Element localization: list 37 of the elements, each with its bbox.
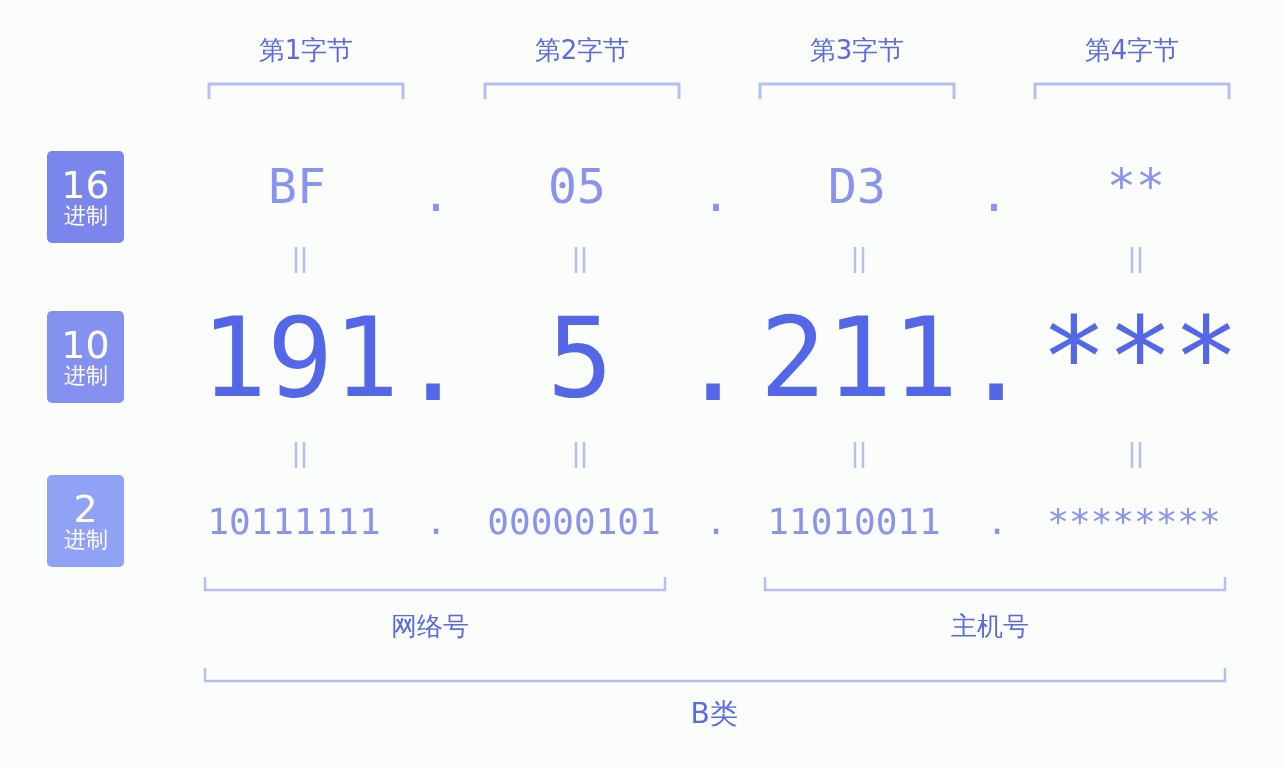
- binary-value: 11010011: [767, 504, 941, 540]
- hex-value: BF: [268, 162, 326, 210]
- column-header: 第3字节: [809, 37, 905, 63]
- separator-dot: .: [421, 170, 451, 218]
- separator-dot: .: [962, 307, 1030, 417]
- badge-number: 10: [61, 325, 110, 364]
- decimal-value: 5: [546, 303, 614, 413]
- hex-value: D3: [828, 162, 886, 210]
- column-header: 第4字节: [1084, 37, 1180, 63]
- column-header: 第2字节: [534, 37, 630, 63]
- decimal-value: 211: [759, 303, 959, 413]
- separator-dot: .: [679, 307, 747, 417]
- group-label: 网络号: [391, 613, 469, 639]
- column-header: 第1字节: [258, 37, 354, 63]
- decimal-value: ***: [1040, 303, 1240, 413]
- badge-caption: 进制: [63, 203, 108, 229]
- separator-dot: .: [986, 504, 1008, 540]
- decimal-value: 191: [200, 303, 400, 413]
- class-label: B类: [690, 700, 738, 728]
- badge-number: 16: [61, 165, 110, 204]
- badge-caption: 进制: [63, 527, 108, 553]
- binary-value: 10111111: [207, 504, 381, 540]
- badge-number: 2: [73, 489, 98, 528]
- separator-dot: .: [701, 170, 731, 218]
- base-badge: [47, 475, 124, 567]
- hex-value: **: [1107, 162, 1165, 210]
- separator-dot: .: [425, 504, 447, 540]
- hex-value: 05: [548, 162, 606, 210]
- group-label: 主机号: [951, 613, 1029, 639]
- badge-caption: 进制: [63, 363, 108, 389]
- binary-value: 00000101: [487, 504, 661, 540]
- separator-dot: .: [399, 307, 467, 417]
- base-badge: [47, 151, 124, 243]
- binary-value: ********: [1047, 504, 1221, 540]
- separator-dot: .: [979, 170, 1009, 218]
- separator-dot: .: [705, 504, 727, 540]
- base-badge: [47, 311, 124, 403]
